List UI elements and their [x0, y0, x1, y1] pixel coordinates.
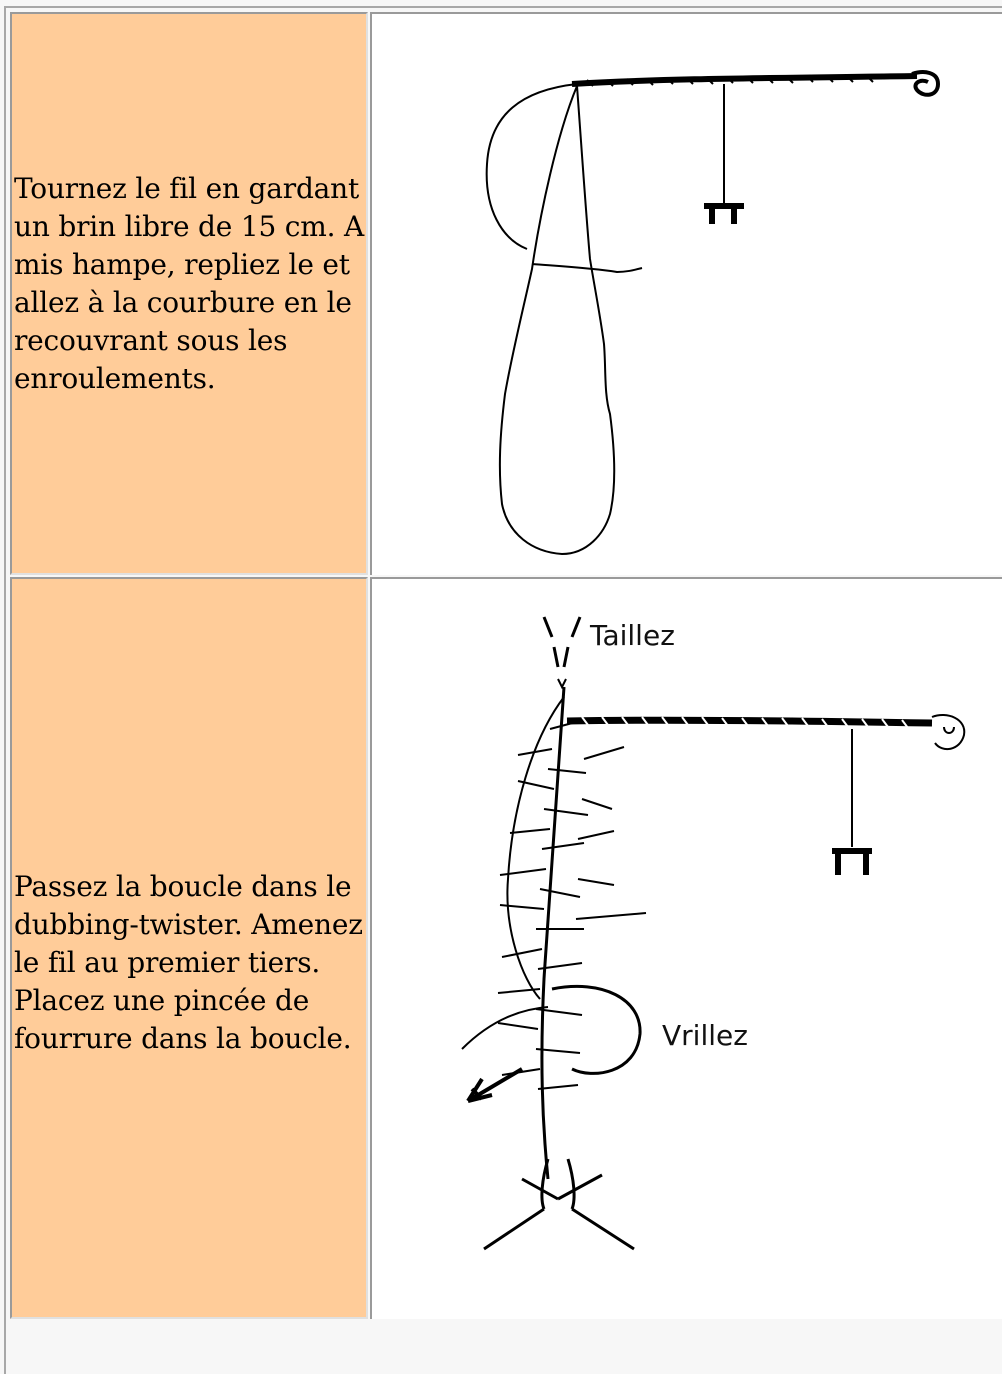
dubbing-loop-twist-icon: Taillez Vrillez [372, 579, 1002, 1321]
illustration-cell: Taillez Vrillez [370, 577, 1002, 1319]
vise-jaws [832, 851, 872, 875]
table-row: Passez la boucle dans le dubbing-twister… [6, 577, 1002, 1319]
step-instruction-text: Tournez le fil en gardant un brin libre … [12, 170, 366, 398]
hook-thread-loop-icon [372, 14, 1002, 577]
hook-bend [487, 84, 577, 249]
cut-marks [544, 617, 580, 667]
loop-top [558, 679, 566, 687]
hook-eye [932, 715, 964, 749]
table-row: Tournez le fil en gardant un brin libre … [6, 12, 1002, 575]
instruction-cell: Passez la boucle dans le dubbing-twister… [10, 577, 368, 1319]
label-taillez: Taillez [589, 619, 675, 652]
dubbing-rope [542, 687, 564, 1179]
step-instruction-text: Passez la boucle dans le dubbing-twister… [12, 868, 366, 1058]
label-vrillez: Vrillez [662, 1019, 748, 1052]
thread-crossing [532, 264, 642, 272]
instruction-table: Tournez le fil en gardant un brin libre … [4, 6, 1002, 1374]
twister-arms [484, 1175, 634, 1249]
arrow-icon [468, 1069, 522, 1101]
vise-jaws [704, 206, 744, 224]
twister-body [542, 1159, 574, 1209]
hook-shank [572, 76, 917, 84]
instruction-cell: Tournez le fil en gardant un brin libre … [10, 12, 368, 575]
twist-loop [552, 986, 640, 1073]
fur-fibers [498, 721, 646, 1089]
hook-shank [567, 720, 932, 723]
illustration-cell [370, 12, 1002, 575]
thread-loop [500, 86, 614, 554]
